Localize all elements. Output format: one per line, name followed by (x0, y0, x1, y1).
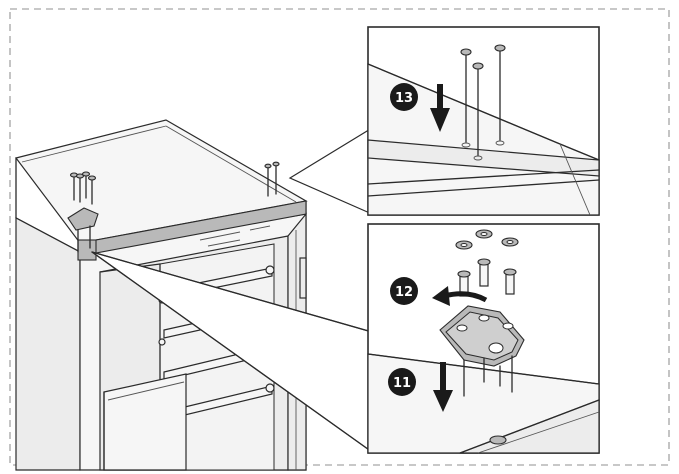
arrow-down-icon (433, 362, 453, 412)
screw-icon (264, 161, 280, 197)
detail-box-bottom (367, 223, 600, 454)
arrow-down-icon (430, 84, 450, 132)
step-number: 11 (393, 376, 411, 391)
step-number: 12 (395, 285, 413, 300)
detail-box-top (367, 26, 600, 216)
cabinet-left-side (15, 217, 81, 471)
step-badge-12: 12 (390, 277, 418, 305)
screw-icon (460, 44, 506, 161)
callout-lines (91, 126, 373, 454)
hinge-bracket-icon (67, 207, 99, 231)
badge-circle (390, 277, 418, 305)
dashed-frame (9, 8, 670, 466)
step-number: 13 (395, 91, 413, 106)
badge-circle (388, 368, 416, 396)
step-badges: 13 12 11 (388, 83, 418, 396)
badge-circle (390, 83, 418, 111)
step-badge-13: 13 (390, 83, 418, 111)
screw-icon (69, 171, 97, 205)
step-badge-11: 11 (388, 368, 416, 396)
rotate-left-arrow-icon (432, 286, 488, 306)
